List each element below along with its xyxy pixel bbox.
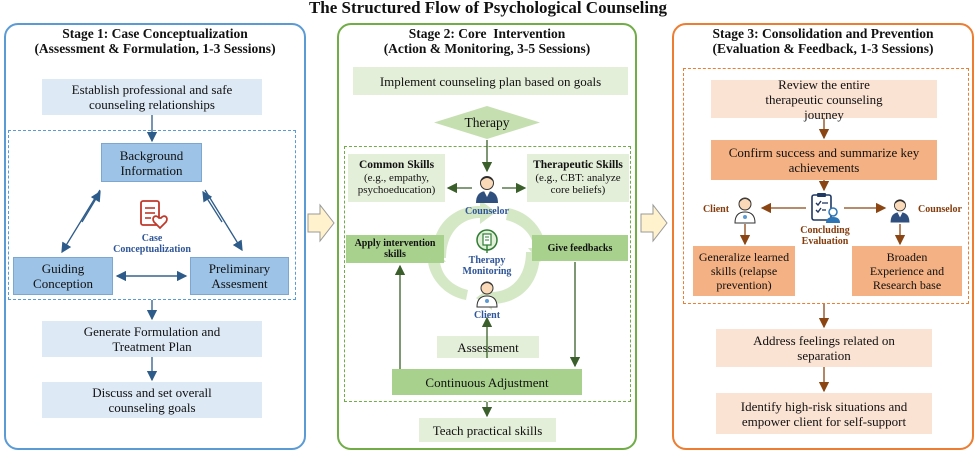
stage2-heading: Stage 2: Core Intervention (Action & Mon…	[337, 26, 637, 56]
stage3-heading: Stage 3: Consolidation and Prevention (E…	[672, 26, 974, 56]
common-skills-title: Common Skills	[358, 159, 435, 172]
counselor-icon	[888, 197, 912, 224]
highrisk-box: Identify high-risk situations and empowe…	[716, 393, 932, 434]
therapy-diamond	[433, 105, 541, 140]
generalize-skills-box: Generalize learned skills (relapse preve…	[693, 246, 795, 296]
evaluation-icon	[808, 192, 842, 224]
preliminary-assessment-box: Preliminary Assesment	[190, 257, 289, 295]
case-conceptualization-label: Case Conceptualization	[113, 233, 191, 255]
stage3-heading-title: Stage 3: Consolidation and Prevention	[712, 26, 934, 41]
continuous-adjustment-box: Continuous Adjustment	[392, 369, 582, 395]
confirm-success-box: Confirm success and summarize key achiev…	[711, 140, 937, 180]
client-icon	[732, 196, 758, 224]
goals-box: Discuss and set overall counseling goals	[42, 382, 262, 418]
common-skills-body: (e.g., empathy, psychoeducation)	[357, 171, 436, 197]
stage3-heading-subtitle: (Evaluation & Feedback, 1-3 Sessions)	[712, 41, 934, 56]
formulation-box: Generate Formulation and Treatment Plan	[42, 321, 262, 357]
client-icon	[474, 280, 500, 308]
broaden-experience-box: Broaden Experience and Research base	[852, 246, 962, 296]
review-journey-box: Review the entire therapeutic counseling…	[711, 77, 937, 122]
diagram-title: The Structured Flow of Psychological Cou…	[308, 0, 668, 17]
stage1-heading-subtitle: (Assessment & Formulation, 1-3 Sessions)	[34, 41, 276, 56]
counselor-icon	[473, 174, 501, 204]
case-conceptualization-icon	[136, 199, 172, 233]
assessment-box: Assessment	[437, 336, 539, 358]
therapeutic-skills-body: (e.g., CBT: analyze core beliefs)	[535, 171, 621, 197]
stage-arrow-icon	[640, 203, 668, 243]
relationship-box: Establish professional and safe counseli…	[42, 79, 262, 115]
therapeutic-skills-box: Therapeutic Skills (e.g., CBT: analyze c…	[527, 154, 629, 202]
stage2-heading-title: Stage 2: Core Intervention	[408, 26, 566, 41]
stage-arrow-icon	[307, 203, 335, 243]
implement-plan-box: Implement counseling plan based on goals	[353, 67, 628, 95]
counselor-label: Counselor	[465, 206, 509, 217]
give-feedbacks-box: Give feedbacks	[532, 235, 628, 261]
teach-skills-box: Teach practical skills	[419, 418, 556, 442]
background-box: Background Information	[101, 143, 202, 182]
stage1-heading: Stage 1: Case Conceptualization (Assessm…	[4, 26, 306, 56]
therapy-label: Therapy	[464, 115, 510, 130]
stage3-client-label: Client	[702, 204, 730, 215]
therapy-monitoring-label: Therapy Monitoring	[462, 255, 512, 277]
common-skills-box: Common Skills (e.g., empathy, psychoeduc…	[348, 154, 445, 202]
stage3-counselor-label: Counselor	[918, 204, 962, 215]
stage2-heading-subtitle: (Action & Monitoring, 3-5 Sessions)	[383, 41, 591, 56]
apply-skills-box: Apply intervention skills	[346, 235, 444, 263]
separation-box: Address feelings related on separation	[716, 329, 932, 367]
client-label: Client	[473, 310, 501, 321]
guiding-conception-box: Guiding Conception	[13, 257, 113, 295]
therapeutic-skills-title: Therapeutic Skills	[533, 159, 623, 172]
stage3-dashed-group	[683, 68, 969, 304]
stage1-heading-title: Stage 1: Case Conceptualization	[62, 26, 248, 41]
therapy-monitoring-icon	[476, 228, 498, 254]
concluding-evaluation-label: Concluding Evaluation	[800, 225, 850, 247]
